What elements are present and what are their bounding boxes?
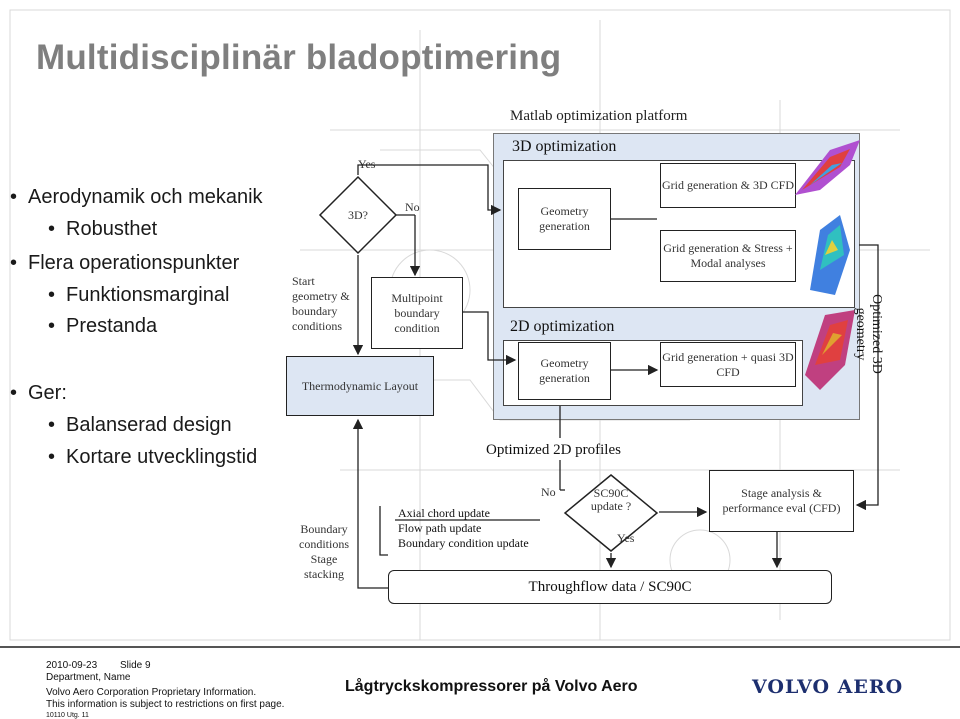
grid-quasi-box: Grid generation + quasi 3D CFD — [660, 342, 796, 387]
footer-center: Lågtryckskompressorer på Volvo Aero — [345, 678, 638, 695]
grid-stress-box: Grid generation & Stress + Modal analyse… — [660, 230, 796, 282]
flowpath-update: Flow path update — [398, 521, 482, 535]
grid-stress-label: Grid generation & Stress + Modal analyse… — [663, 241, 793, 270]
bullet-robusthet: Robusthet — [48, 218, 157, 241]
bullet-flera: Flera operationspunkter — [10, 252, 239, 275]
footer-code: 10110 Utg. 11 — [46, 712, 89, 719]
thermo-label: Thermodynamic Layout — [301, 378, 419, 393]
opt2d-label: 2D optimization — [510, 318, 615, 335]
optimized2d-label: Optimized 2D profiles — [486, 442, 621, 458]
axial-update: Axial chord update — [398, 506, 490, 520]
geom2d-box: Geometry generation — [518, 342, 611, 400]
bullet-kortare: Kortare utvecklingstid — [48, 446, 257, 469]
throughflow-box: Throughflow data / SC90C — [388, 570, 832, 604]
stage-box: Stage analysis & performance eval (CFD) — [709, 470, 854, 532]
geom3d-label: Geometry generation — [539, 204, 590, 233]
no-top-label: No — [405, 200, 420, 214]
thermo-box: Thermodynamic Layout — [286, 356, 434, 416]
decision-sc90c — [563, 474, 659, 552]
bullet-prestanda: Prestanda — [48, 315, 157, 338]
footer: 2010-09-23 Slide 9 Department, Name Volv… — [0, 646, 960, 719]
opt3d-label: 3D optimization — [512, 138, 617, 155]
blade-cfd-image — [795, 140, 860, 195]
blade-quasi-image — [805, 310, 855, 390]
stage-label: Stage analysis & performance eval (CFD) — [722, 486, 841, 515]
sc90c-label: SC90C update ? — [590, 486, 632, 513]
bullet-ger: Ger: — [10, 382, 67, 405]
footer-slide: Slide 9 — [120, 660, 151, 671]
no-mid-label: No — [541, 485, 556, 499]
boundary-label: Boundary conditions Stage stacking — [299, 522, 349, 581]
decision-3d-label: 3D? — [348, 208, 368, 222]
flow-arrows — [352, 164, 879, 589]
decision-3d — [318, 175, 398, 255]
bullet-funktionsmarginal: Funktionsmarginal — [48, 284, 229, 307]
multipoint-label: Multipoint boundary condition — [391, 290, 443, 335]
yes-mid-label: Yes — [617, 531, 635, 545]
yes-top-label: Yes — [358, 157, 376, 171]
grid-cfd-label: Grid generation & 3D CFD — [662, 178, 794, 192]
multipoint-box: Multipoint boundary condition — [371, 277, 463, 349]
geom2d-label: Geometry generation — [539, 356, 590, 385]
grid-cfd-box: Grid generation & 3D CFD — [660, 163, 796, 208]
blade-stress-image — [810, 215, 850, 295]
matlab-label: Matlab optimization platform — [510, 108, 688, 124]
footer-info2: This information is subject to restricti… — [46, 699, 285, 710]
bullet-balanserad: Balanserad design — [48, 414, 232, 437]
bullet-aerodynamik: Aerodynamik och mekanik — [10, 186, 263, 209]
geom3d-box: Geometry generation — [518, 188, 611, 250]
footer-dept: Department, Name — [46, 672, 131, 683]
start-label: Start geometry & boundary conditions — [292, 274, 350, 333]
footer-date: 2010-09-23 — [46, 660, 98, 671]
footer-logo: VOLVO AERO — [752, 676, 904, 698]
throughflow-label: Throughflow data / SC90C — [528, 578, 692, 595]
grid-quasi-label: Grid generation + quasi 3D CFD — [662, 349, 794, 379]
footer-info1: Volvo Aero Corporation Proprietary Infor… — [46, 687, 257, 698]
bc-update: Boundary condition update — [398, 536, 529, 550]
page-title: Multidisciplinär bladoptimering — [36, 38, 562, 77]
